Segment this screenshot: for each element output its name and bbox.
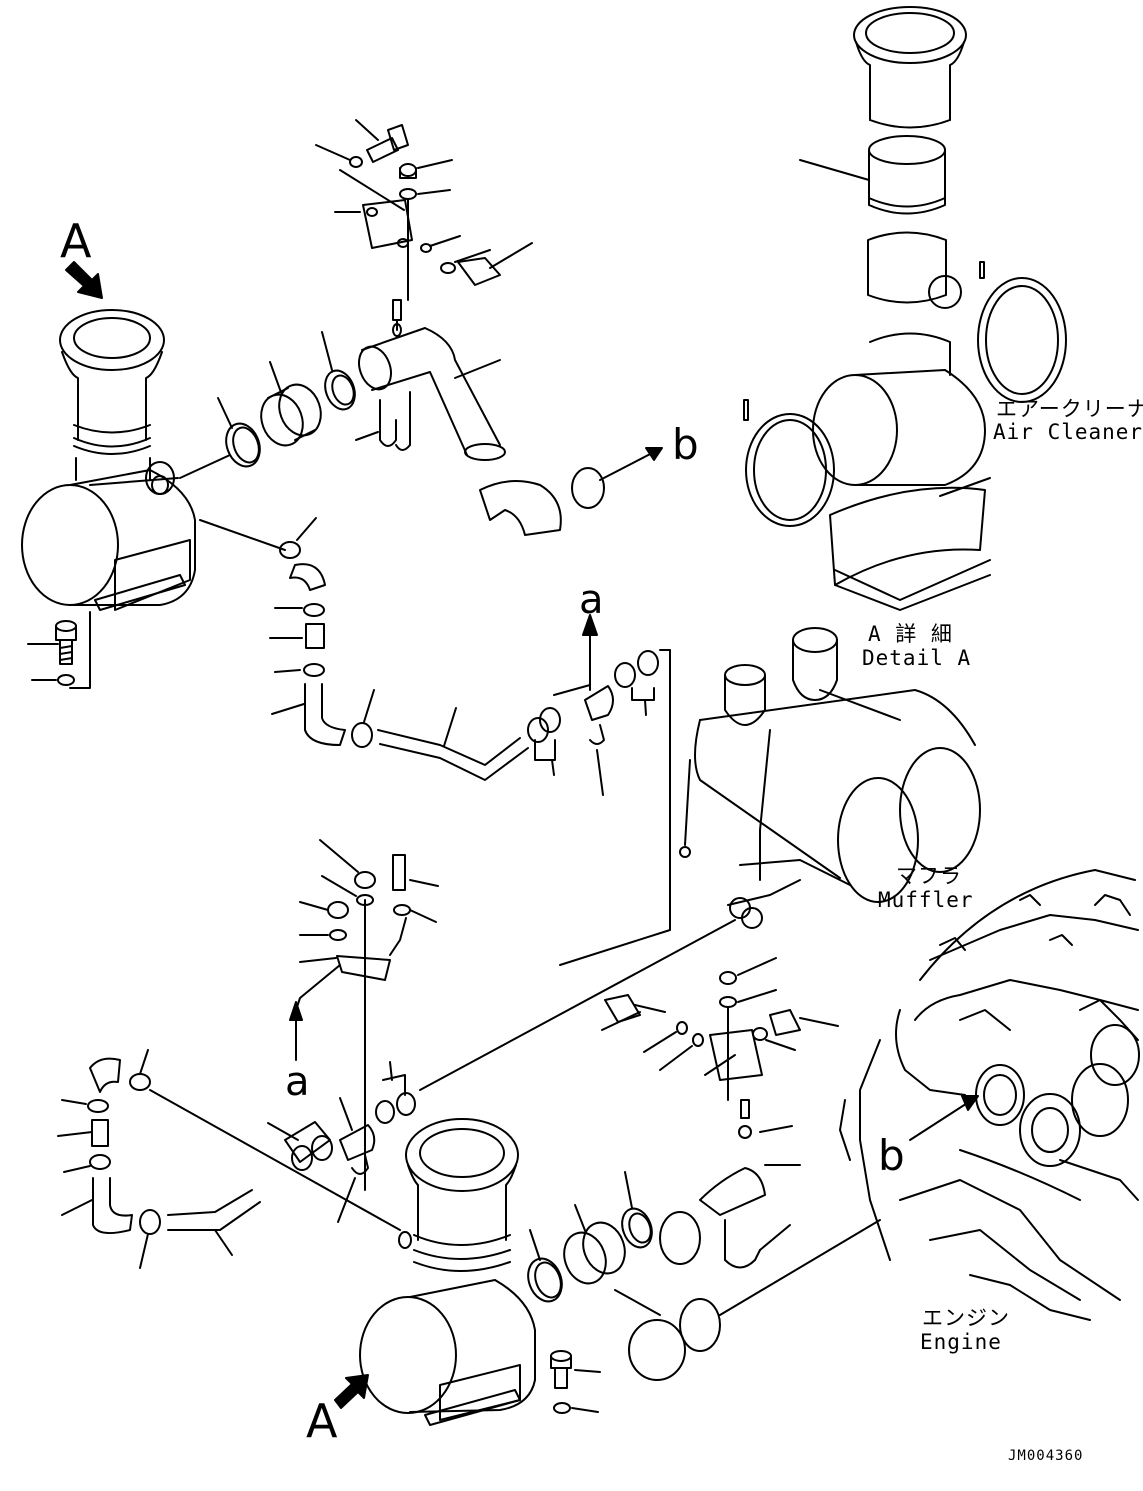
- muffler: [679, 627, 981, 929]
- engine-label-en: Engine: [920, 1330, 1002, 1354]
- intake-clamps-top: [217, 331, 356, 468]
- bolt-bottom: [550, 1350, 601, 1414]
- view-a-label-bottom: A: [306, 1394, 338, 1448]
- view-a-label-top: A: [60, 214, 92, 268]
- bolt-top-left: [27, 611, 91, 689]
- elbow-top-right: [479, 447, 663, 536]
- detail-a-label-en: Detail A: [862, 646, 972, 670]
- air-cleaner-label-en: Air Cleaner: [993, 420, 1143, 444]
- view-arrow-top-icon: [65, 261, 103, 299]
- engine: [839, 869, 1140, 1321]
- air-cleaner-label-jp: エアークリーナ: [996, 397, 1143, 421]
- ref-a-label-top: a: [579, 577, 604, 623]
- ref-a-label-bottom: a: [285, 1059, 310, 1105]
- detail-a-label-jp: A 詳 細: [868, 622, 953, 646]
- hoses-bottom: [57, 919, 736, 1269]
- intake-clamps-bottom: [527, 1099, 881, 1381]
- air-cleaner-top-left: [21, 309, 196, 611]
- engine-label-jp: エンジン: [922, 1306, 1010, 1330]
- view-arrow-bottom-icon: [334, 1374, 369, 1409]
- ref-b-label-bottom: b: [878, 1131, 905, 1180]
- bracket-bottom-right: [601, 957, 839, 1101]
- bracket-top: [315, 119, 533, 301]
- ref-b-label-top: b: [672, 420, 699, 469]
- air-cleaner-exploded: [743, 6, 1067, 611]
- intake-elbow-top: [355, 299, 506, 461]
- muffler-label-jp: マフラ: [896, 864, 962, 888]
- bracket-bottom: [289, 839, 439, 1191]
- drawing-id: JM004360: [1008, 1448, 1084, 1464]
- hoses-top: [269, 517, 671, 966]
- muffler-label-en: Muffler: [878, 888, 974, 912]
- air-cleaner-bottom: [359, 1118, 536, 1426]
